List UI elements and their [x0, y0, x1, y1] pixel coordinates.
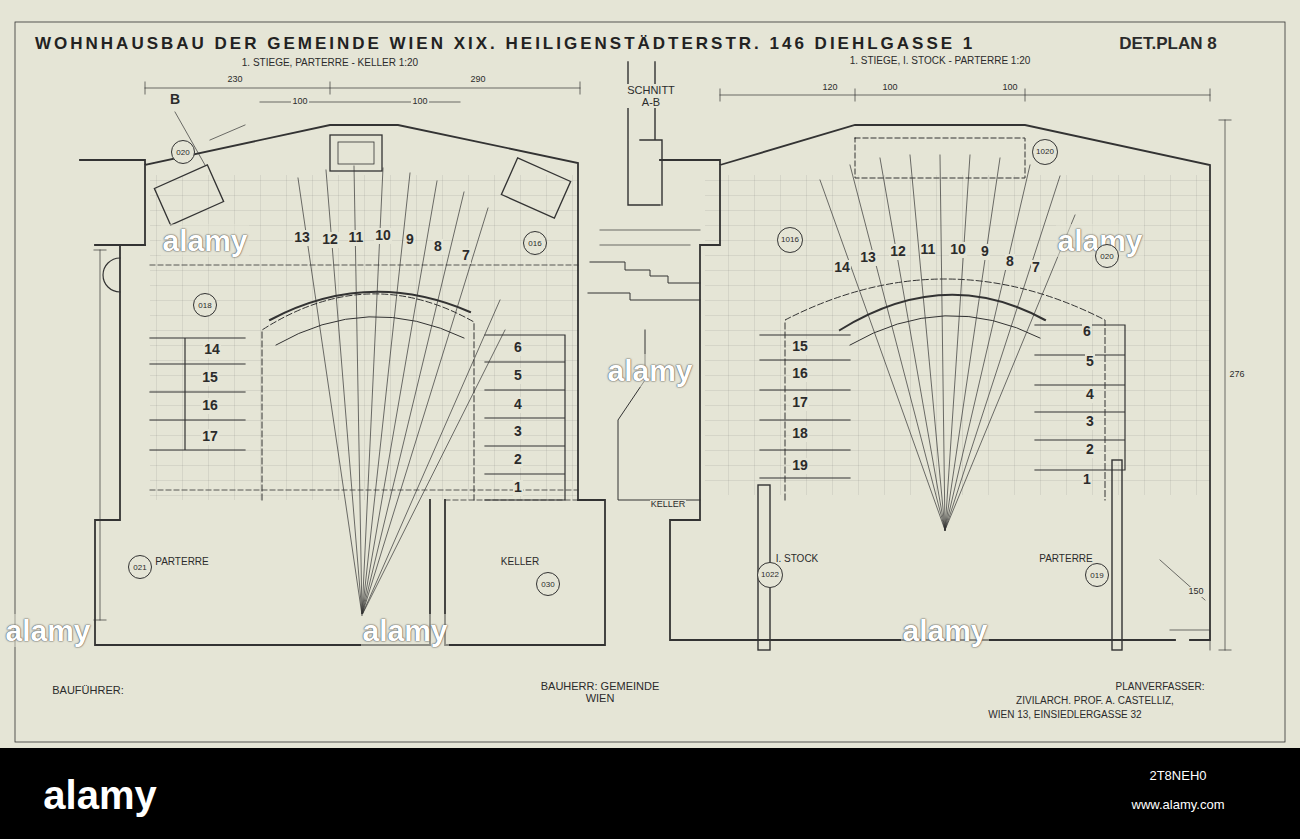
step-number: 17	[791, 395, 809, 410]
step-number: 19	[791, 458, 809, 473]
section-title: SCHNITT A-B	[624, 84, 678, 108]
room-number-circle: 018	[193, 293, 217, 317]
section-mark: B	[169, 92, 181, 107]
step-number: 16	[791, 366, 809, 381]
step-number: 7	[1031, 260, 1041, 275]
step-number: 3	[1085, 414, 1095, 429]
step-number: 4	[1085, 387, 1095, 402]
room-number-circle: 021	[128, 555, 152, 579]
room-number: 016	[528, 239, 541, 248]
signature-field: BAUHERR: GEMEINDE WIEN	[539, 680, 661, 704]
step-number: 3	[513, 424, 523, 439]
drawing-title: WOHNHAUSBAU DER GEMEINDE WIEN XIX. HEILI…	[35, 34, 975, 54]
room-number: 1022	[761, 570, 779, 579]
watermark: alamy	[606, 354, 693, 387]
step-number: 8	[1005, 254, 1015, 269]
step-number: 2	[513, 452, 523, 467]
room-number: 020	[1100, 252, 1113, 261]
room-name: KELLER	[500, 556, 540, 567]
dimension: 100	[291, 97, 308, 107]
watermark: alamy	[361, 614, 448, 647]
signature-field: PLANVERFASSER:	[1115, 681, 1206, 692]
room-number: 020	[176, 148, 189, 157]
dimension: 290	[469, 75, 486, 85]
step-number: 16	[201, 398, 219, 413]
stock-url: www.alamy.com	[1131, 798, 1226, 812]
room-number-circle: 020	[171, 140, 195, 164]
room-number: 030	[541, 580, 554, 589]
step-number: 18	[791, 426, 809, 441]
step-number: 1	[513, 480, 523, 495]
dimension: 150	[1187, 587, 1204, 597]
room-number: 1016	[781, 235, 799, 244]
step-number: 13	[293, 230, 311, 245]
step-number: 5	[1085, 354, 1095, 369]
room-number-circle: 1020	[1032, 139, 1058, 165]
step-number: 13	[859, 250, 877, 265]
step-number: 9	[405, 232, 415, 247]
room-name: PARTERRE	[154, 556, 210, 567]
step-number: 9	[980, 244, 990, 259]
room-name: I. STOCK	[775, 553, 820, 564]
architect-name: ZIVILARCH. PROF. A. CASTELLIZ,	[1015, 695, 1175, 706]
step-number: 14	[833, 260, 851, 275]
step-number: 14	[203, 342, 221, 357]
step-number: 15	[201, 370, 219, 385]
step-number: 2	[1085, 442, 1095, 457]
room-number-circle: 1016	[777, 227, 803, 253]
room-number-circle: 016	[523, 231, 547, 255]
plan-number: DET.PLAN 8	[1118, 35, 1217, 54]
step-number: 17	[201, 429, 219, 444]
view-title: 1. STIEGE, I. STOCK - PARTERRE 1:20	[849, 55, 1032, 66]
dimension: 100	[1001, 83, 1018, 93]
room-number: 018	[198, 301, 211, 310]
architect-address: WIEN 13, EINSIEDLERGASSE 32	[987, 709, 1142, 720]
room-name: PARTERRE	[1038, 553, 1094, 564]
step-number: 15	[791, 339, 809, 354]
room-number: 019	[1090, 571, 1103, 580]
watermark: alamy	[161, 224, 248, 257]
dimension: 100	[411, 97, 428, 107]
room-number-circle: 030	[536, 572, 560, 596]
step-number: 12	[321, 232, 339, 247]
step-number: 5	[513, 368, 523, 383]
step-number: 6	[513, 340, 523, 355]
level-name: KELLER	[650, 500, 687, 510]
step-number: 7	[461, 248, 471, 263]
room-number: 021	[133, 563, 146, 572]
stock-photo-band	[0, 748, 1300, 839]
dimension: 276	[1228, 370, 1245, 380]
dimension: 230	[226, 75, 243, 85]
step-number: 8	[433, 239, 443, 254]
image-id: 2T8NEH0	[1148, 769, 1207, 783]
step-number: 11	[920, 242, 937, 257]
stock-logo: alamy	[42, 773, 157, 817]
step-number: 12	[889, 244, 907, 259]
step-number: 10	[949, 242, 967, 257]
room-number: 1020	[1036, 147, 1054, 156]
step-number: 11	[348, 230, 365, 245]
room-number-circle: 019	[1085, 563, 1109, 587]
step-number: 6	[1082, 324, 1092, 339]
step-number: 10	[374, 228, 392, 243]
room-number-circle: 020	[1095, 244, 1119, 268]
room-number-circle: 1022	[757, 562, 783, 588]
view-title: 1. STIEGE, PARTERRE - KELLER 1:20	[241, 57, 419, 68]
watermark: alamy	[4, 614, 91, 647]
step-number: 4	[513, 397, 523, 412]
signature-field: BAUFÜHRER:	[51, 684, 125, 696]
dimension: 100	[881, 83, 898, 93]
watermark: alamy	[901, 614, 988, 647]
dimension: 120	[821, 83, 838, 93]
step-number: 1	[1082, 472, 1092, 487]
